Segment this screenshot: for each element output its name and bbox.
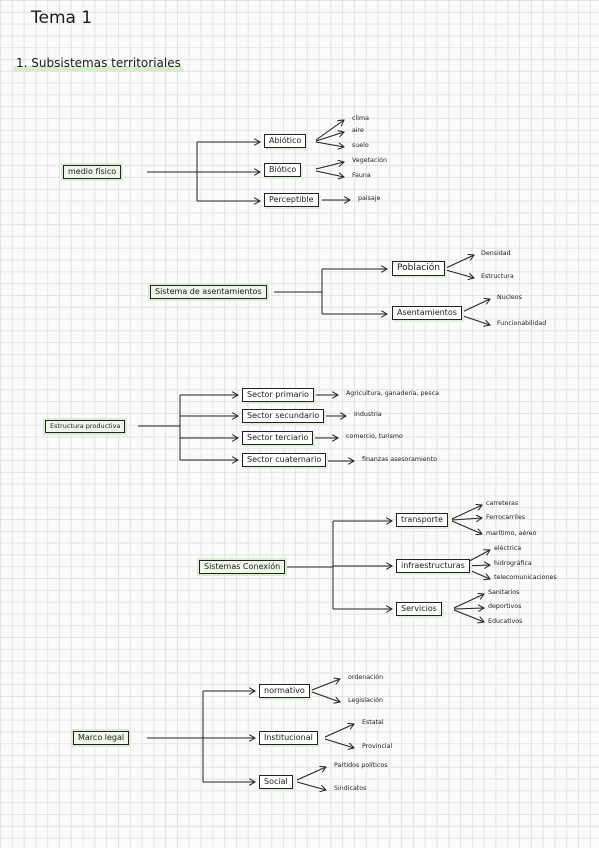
node-sector-terciario: Sector terciario: [242, 431, 314, 445]
leaf-telecomunicaciones: telecomunicaciones: [494, 574, 557, 581]
node-sector-cuaternario: Sector cuaternario: [242, 453, 327, 467]
node-poblacion: Población: [392, 261, 446, 276]
node-perceptible: Perceptible: [264, 193, 319, 207]
node-sector-primario: Sector primario: [242, 388, 314, 402]
tree-estructura-lines: [138, 395, 354, 461]
leaf-ferrocarriles: Ferrocarriles: [486, 514, 525, 521]
leaf-densidad: Densidad: [481, 250, 511, 257]
leaf-maritimo-aereo: marítimo, aéreo: [486, 530, 537, 537]
leaf-sindicatos: Sindicatos: [334, 785, 367, 792]
node-sector-secundario: Sector secundario: [242, 409, 325, 423]
leaf-estatal: Estatal: [362, 719, 384, 726]
leaf-secundario: Industria: [354, 411, 382, 418]
leaf-deportivos: deportivos: [488, 603, 522, 610]
tree-conexion-lines: [282, 505, 490, 622]
root-node-medio-fisico: medio físico: [63, 165, 122, 179]
leaf-nucleos: Nucleos: [497, 294, 522, 301]
node-normativo: normativo: [259, 684, 310, 698]
leaf-primario: Agricultura, ganadería, pesca: [346, 390, 440, 397]
leaf-paisaje: paisaje: [358, 195, 381, 202]
node-transporte: transporte: [396, 513, 448, 527]
node-biotico: Biótico: [264, 163, 302, 177]
leaf-funcionabilidad: Funcionabilidad: [497, 320, 547, 327]
tree-marco-legal-lines: [147, 679, 354, 790]
node-social: Social: [259, 775, 293, 789]
node-abiotico: Abiótico: [264, 134, 307, 148]
root-node-asentamientos: Sistema de asentamientos: [150, 285, 267, 299]
leaf-sanitarios: Sanitarios: [488, 589, 520, 596]
leaf-terciario: comercio, turismo: [346, 433, 403, 440]
page-title: Tema 1: [31, 8, 93, 28]
leaf-estructura: Estructura: [481, 273, 514, 280]
leaf-hidrografica: hidrográfica: [494, 560, 532, 567]
leaf-provincial: Provincial: [362, 743, 393, 750]
leaf-ordenacion: ordenación: [348, 674, 384, 681]
leaf-carreteras: carreteras: [486, 500, 519, 507]
leaf-cuaternario: finanzas asesoramiento: [362, 456, 437, 463]
leaf-clima: clima: [352, 115, 369, 122]
tree-asentamientos-lines: [274, 255, 490, 325]
node-infraestructuras: infraestructuras: [396, 559, 470, 573]
root-node-sistemas-conexion: Sistemas Conexión: [199, 560, 286, 574]
tree-medio-fisico-lines: [147, 120, 350, 201]
root-node-marco-legal: Marco legal: [73, 731, 130, 745]
root-node-estructura-productiva: Estructura productiva: [45, 420, 126, 433]
leaf-educativos: Educativos: [488, 618, 523, 625]
node-institucional: Institucional: [259, 731, 318, 745]
leaf-partidos-politicos: Partidos políticos: [334, 762, 388, 769]
node-asentamientos: Asentamientos: [392, 306, 462, 320]
section-heading: 1. Subsistemas territoriales: [14, 56, 183, 72]
leaf-suelo: suelo: [352, 142, 369, 149]
leaf-fauna: Fauna: [352, 172, 371, 179]
leaf-aire: aire: [352, 127, 364, 134]
leaf-electrica: eléctrica: [494, 545, 522, 552]
leaf-legislacion: Legislación: [348, 697, 383, 704]
leaf-vegetacion: Vegetación: [352, 157, 387, 164]
node-servicios: Servicios: [396, 602, 442, 616]
